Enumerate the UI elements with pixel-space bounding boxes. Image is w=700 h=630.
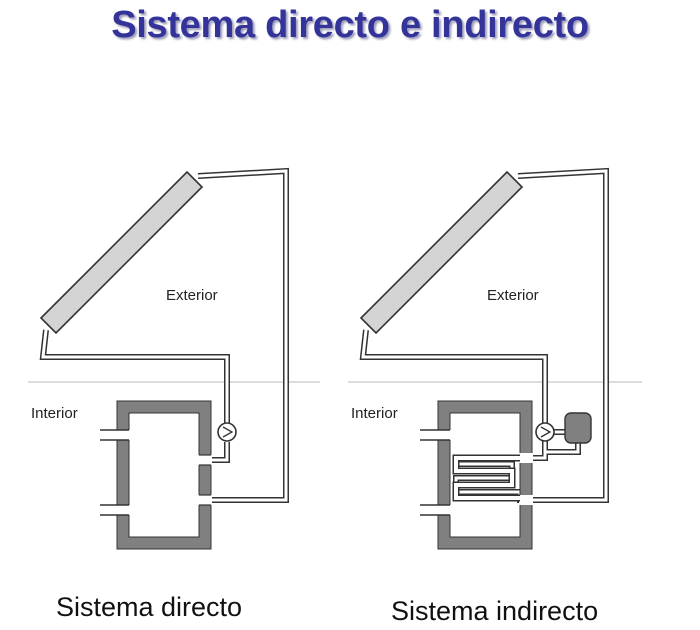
storage-tank-indirect [420, 400, 533, 550]
pump-icon-indirect [535, 422, 555, 442]
storage-tank-direct [100, 400, 212, 550]
solar-collector-indirect [359, 170, 524, 335]
heat-exchanger-coil [452, 454, 520, 502]
expansion-vessel-icon [564, 412, 592, 444]
interior-label-direct: Interior [31, 405, 78, 422]
interior-label-indirect: Interior [351, 405, 398, 422]
direct-system-diagram: Exterior Interior [28, 167, 320, 550]
caption-direct-system: Sistema directo [56, 592, 243, 622]
solar-collector-direct [39, 170, 204, 335]
caption-indirect-system: Sistema indirecto [391, 596, 599, 626]
pump-icon-direct [217, 422, 237, 442]
exterior-label-indirect: Exterior [487, 287, 539, 304]
page-title: Sistema directo e indirecto [111, 4, 589, 46]
exterior-label-direct: Exterior [166, 287, 218, 304]
indirect-system-diagram: Exterior Interior [348, 167, 642, 550]
